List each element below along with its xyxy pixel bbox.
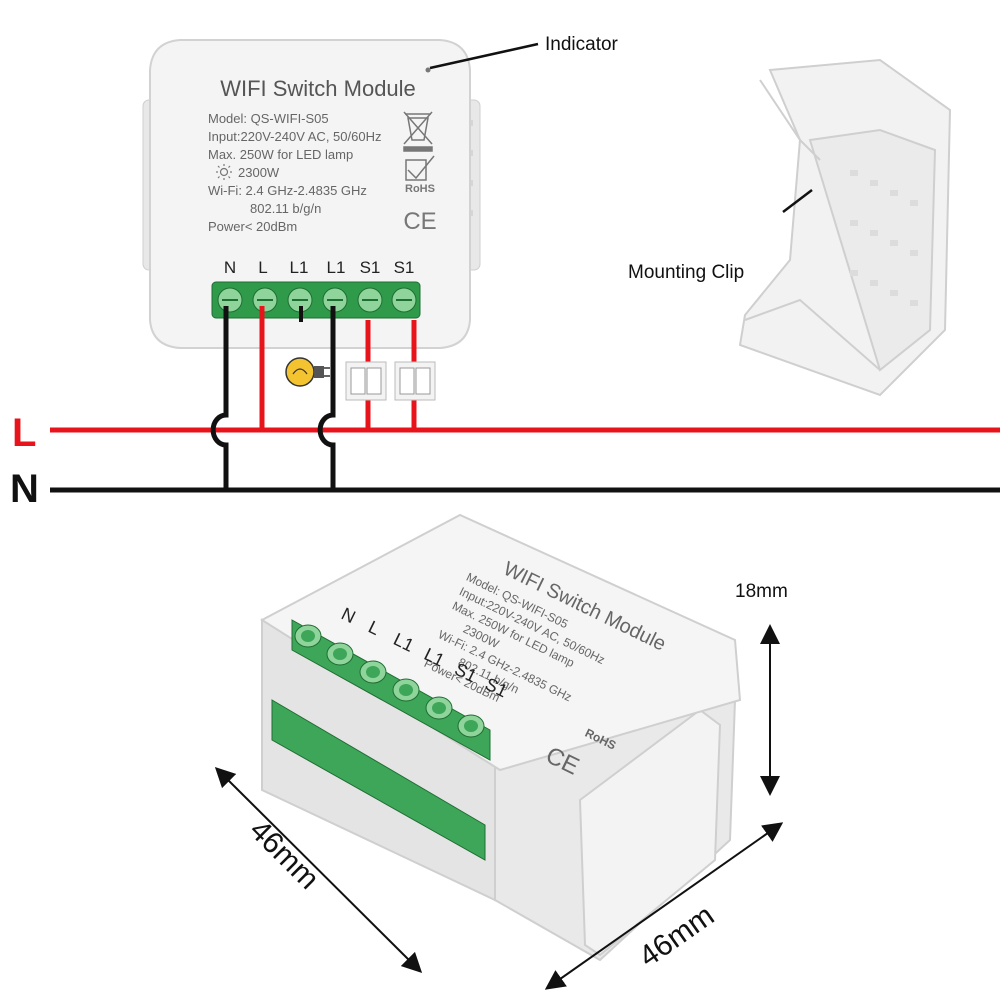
wall-switch-icon [394,361,436,401]
module-spec-text: Model: QS-WIFI-S05 Input:220V-240V AC, 5… [208,111,381,234]
width-dimension-arrow [544,822,784,990]
iso-terminal-screw [425,696,453,720]
spec-input: Input:220V-240V AC, 50/60Hz [208,129,381,144]
neutral-wire [210,306,229,490]
spec-max-led: Max. 250W for LED lamp [208,147,353,162]
module-housing [149,39,471,349]
module-isometric-view: WIFI Switch Module Model: QS-WIFI-S05 In… [260,513,742,962]
neutral-label: N [10,467,39,511]
wall-switch-icon [345,361,387,401]
iso-terminal-screws [294,624,485,738]
mounting-clip-leader-line [782,189,813,213]
ce-mark: CE [403,208,436,235]
module-top-face [260,513,742,772]
l1-neutral-wire [317,306,336,490]
terminal-screw [252,287,278,313]
depth-dimension-arrow [214,766,423,974]
iso-terminal-screw [294,624,322,648]
module-title: WIFI Switch Module [220,76,416,101]
iso-terminal-screw [457,714,485,738]
module-front-view: WIFI Switch Module Model: QS-WIFI-S05 In… [142,39,481,349]
indicator-callout: Indicator [545,34,619,55]
spec-model: Model: QS-WIFI-S05 [208,111,329,126]
indicator-led [425,67,431,73]
terminal-screw [217,287,243,313]
terminal-label-n: N [224,258,236,277]
terminal-label-s1-b: S1 [394,258,415,277]
terminal-screw [391,287,417,313]
terminal-label-l: L [258,258,267,277]
depth-dimension-label: 46mm [243,814,325,896]
terminal-screws [217,287,417,313]
spec-power: Power< 20dBm [208,219,297,234]
spec-max-resistive: 2300W [238,165,280,180]
weee-bin-icon [403,111,433,152]
terminal-label-l1-a: L1 [290,258,309,277]
spec-standard: 802.11 b/g/n [250,201,321,216]
terminal-labels: N L L1 L1 S1 S1 [224,258,415,277]
wiring: L N [10,306,1000,511]
spec-wifi: Wi-Fi: 2.4 GHz-2.4835 GHz [208,183,367,198]
rohs-check-icon [405,155,435,181]
height-dimension-label: 18mm [735,581,788,602]
terminal-block [211,281,421,319]
terminal-screw [357,287,383,313]
indicator-leader-line [429,42,539,70]
iso-terminal-screw [359,660,387,684]
iso-terminal-screw [326,642,354,666]
terminal-label-s1-a: S1 [360,258,381,277]
mounting-clip-callout: Mounting Clip [628,262,744,283]
terminal-label-l1-b: L1 [327,258,346,277]
mounting-clip [738,58,952,397]
live-label: L [12,411,36,455]
sun-icon [216,164,232,180]
rohs-mark: RoHS [405,183,435,195]
iso-terminal-screw [392,678,420,702]
lamp-icon [285,357,330,387]
